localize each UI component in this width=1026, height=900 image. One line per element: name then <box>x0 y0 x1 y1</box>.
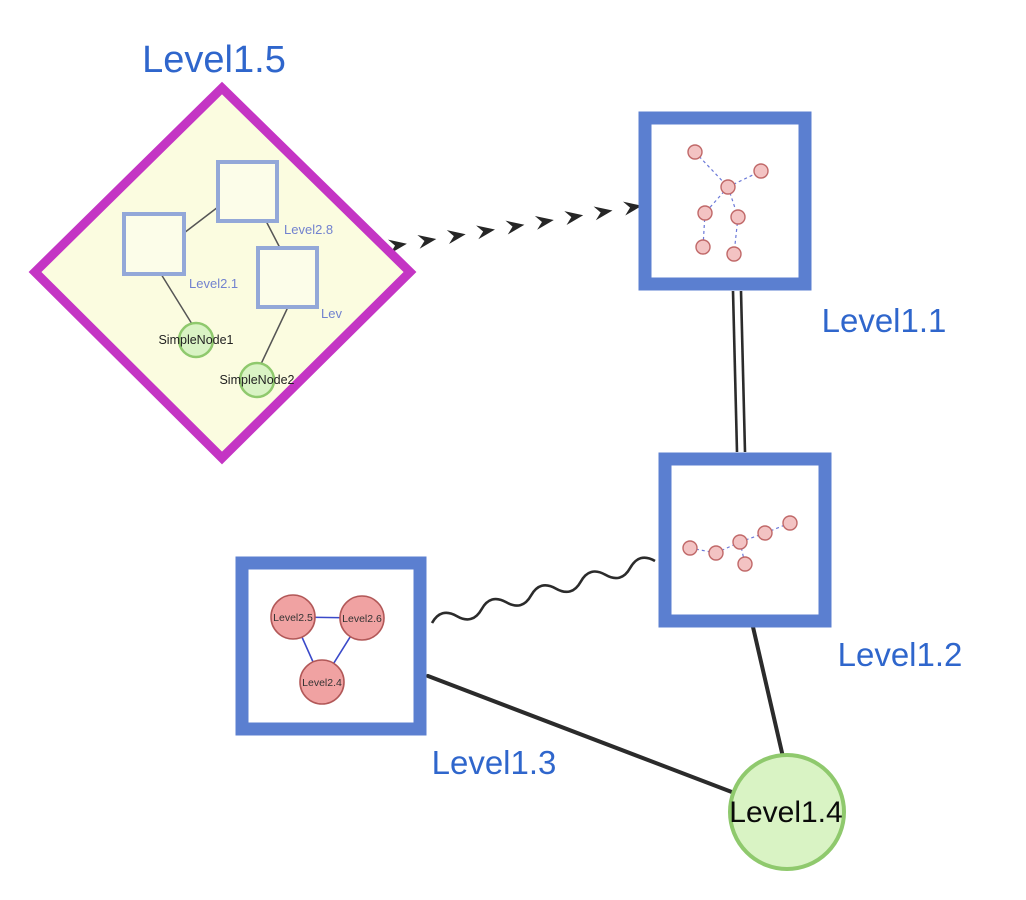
arrowhead-icon <box>564 211 584 226</box>
level24-label: Level2.4 <box>302 677 342 689</box>
arrowhead-icon <box>534 215 554 230</box>
level21-label: Level2.1 <box>189 276 238 291</box>
level15-diamond-shape[interactable] <box>28 81 417 465</box>
mini-node[interactable] <box>720 179 736 195</box>
node-level25[interactable] <box>270 594 316 640</box>
inner-edge-s2-simplenode1 <box>160 273 193 325</box>
edge-level11-level12[interactable] <box>731 290 747 453</box>
node-level21-square[interactable] <box>122 212 186 276</box>
level11-box[interactable] <box>638 111 812 291</box>
double-edge-line-2 <box>739 290 747 453</box>
arrowhead-icon <box>623 201 642 216</box>
mini-node[interactable] <box>682 540 698 556</box>
node-lev-square[interactable] <box>256 246 319 309</box>
level25-label: Level2.5 <box>273 612 313 624</box>
mini-node[interactable] <box>730 209 746 225</box>
node-simplenode1[interactable] <box>177 321 215 359</box>
arrowhead-icon <box>505 220 525 235</box>
level13-box[interactable] <box>235 556 427 736</box>
node-simplenode2[interactable] <box>238 361 276 399</box>
mini-node[interactable] <box>753 163 769 179</box>
node-level28-square[interactable] <box>216 160 279 223</box>
mini-edge <box>694 151 729 188</box>
mini-node[interactable] <box>726 246 742 262</box>
node-level26[interactable] <box>339 595 385 641</box>
level12-label: Level1.2 <box>838 636 963 673</box>
mini-node[interactable] <box>737 556 753 572</box>
group-node-level13[interactable]: Level2.5 Level2.6 Level2.4 <box>235 556 427 736</box>
simplenode2-label: SimpleNode2 <box>219 373 294 387</box>
mini-edge <box>715 541 741 554</box>
double-edge-line-1 <box>731 290 739 453</box>
group-node-level15[interactable]: Level2.8 Level2.1 Lev SimpleNode1 Simple… <box>28 81 417 465</box>
mini-edge <box>739 532 766 543</box>
mini-node[interactable] <box>757 525 773 541</box>
mini-node[interactable] <box>708 545 724 561</box>
inner-edge-s3-simplenode2 <box>260 306 289 365</box>
level14-label: Level1.4 <box>729 796 842 829</box>
inner-edge-s1-s2 <box>183 206 219 234</box>
mini-node[interactable] <box>732 534 748 550</box>
level15-label: Level1.5 <box>142 39 286 81</box>
arrowhead-icon <box>593 206 613 221</box>
level11-mini-graph <box>687 144 769 262</box>
arrowhead-icon <box>417 234 437 249</box>
group-node-level11[interactable] <box>638 111 812 291</box>
level28-label: Level2.8 <box>284 222 333 237</box>
level12-mini-graph <box>682 515 798 572</box>
lev-label: Lev <box>321 306 342 321</box>
edge-level15-level11[interactable] <box>388 199 643 254</box>
edge-level13-level12[interactable] <box>430 556 656 624</box>
level26-label: Level2.6 <box>342 613 382 625</box>
mini-node[interactable] <box>697 205 713 221</box>
arrowhead-icon <box>476 225 495 240</box>
mini-edge <box>689 547 717 554</box>
node-level24[interactable] <box>299 659 345 705</box>
simplenode1-label: SimpleNode1 <box>158 333 233 347</box>
edge-level13-level14[interactable] <box>426 674 739 796</box>
mini-node[interactable] <box>687 144 703 160</box>
mini-node[interactable] <box>695 239 711 255</box>
group-node-level14[interactable]: Level1.4 <box>728 753 846 871</box>
level11-label: Level1.1 <box>822 302 947 339</box>
mini-edge <box>764 522 791 534</box>
arrowhead-icon <box>446 230 466 245</box>
mini-node[interactable] <box>782 515 798 531</box>
edge-level12-level14[interactable] <box>751 625 785 759</box>
level14-circle[interactable] <box>728 753 846 871</box>
level13-mini-graph: Level2.5 Level2.6 Level2.4 <box>270 594 385 705</box>
level13-label: Level1.3 <box>432 744 557 781</box>
group-node-level12[interactable] <box>658 452 832 628</box>
inner-edge-s1-s3 <box>265 220 281 249</box>
